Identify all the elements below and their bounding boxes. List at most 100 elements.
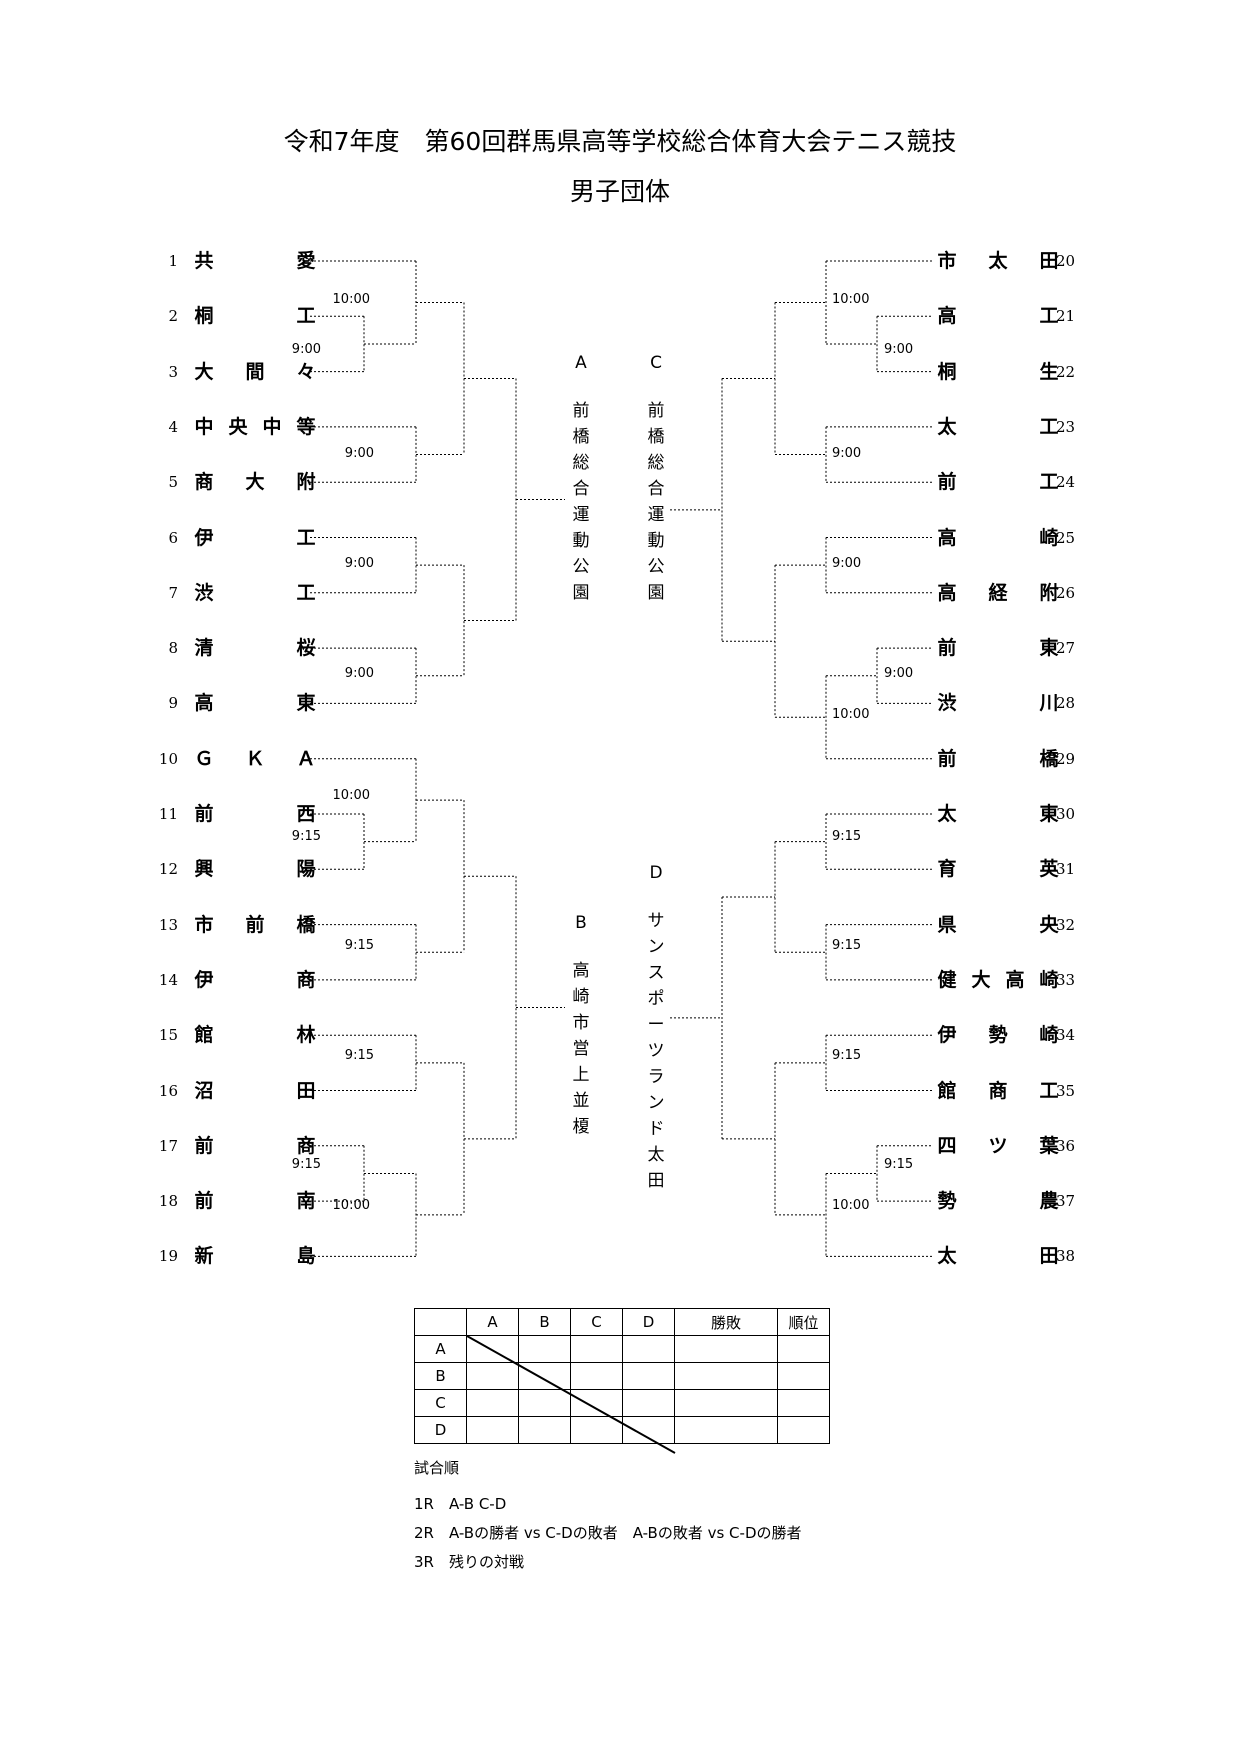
- team-name-char: 央: [1039, 913, 1059, 936]
- team-name-char: 央: [228, 415, 248, 438]
- team-name-char: 勢: [937, 1190, 957, 1213]
- team-name-char: 西: [296, 803, 316, 825]
- team-number: 12: [158, 860, 178, 879]
- result-row-label: B: [414, 1362, 467, 1390]
- venue-letter: C: [650, 353, 662, 373]
- team-number: 7: [168, 583, 178, 602]
- team-name-char: 商: [194, 471, 214, 494]
- team-number: 17: [158, 1136, 178, 1155]
- team-name-char: 生: [1039, 360, 1059, 383]
- match-time: 9:00: [344, 446, 374, 461]
- team-name-char: 工: [1039, 471, 1059, 494]
- match-time: 9:15: [832, 938, 862, 953]
- match-order-round-3: 3R 残りの対戦: [414, 1553, 524, 1571]
- venue-letter: B: [575, 913, 587, 933]
- team-name-char: 葉: [1039, 1134, 1059, 1157]
- team-name-char: 勢: [988, 1024, 1008, 1047]
- team-name-char: 伊: [937, 1024, 957, 1047]
- team-name-char: 崎: [1039, 1024, 1059, 1047]
- team-number: 37: [1056, 1192, 1076, 1211]
- team-name-char: 市: [937, 250, 957, 272]
- team-name-char: 桐: [937, 360, 957, 383]
- team-name-char: 工: [1039, 305, 1059, 328]
- team-number: 27: [1056, 639, 1076, 658]
- team-name-char: 県: [937, 913, 957, 936]
- team-name-char: 太: [988, 250, 1008, 272]
- team-number: 34: [1056, 1026, 1076, 1045]
- team-name-char: 高: [937, 581, 957, 604]
- team-name-char: 田: [1039, 250, 1059, 272]
- match-order-round-2: 2R A-Bの勝者 vs C-Dの敗者 A-Bの敗者 vs C-Dの勝者: [414, 1524, 802, 1542]
- team-name-char: 工: [296, 305, 316, 328]
- team-name-char: 農: [1039, 1190, 1059, 1213]
- result-cell: [622, 1362, 675, 1390]
- result-header-cell: [414, 1308, 467, 1336]
- team-name-char: 橋: [1039, 747, 1059, 770]
- team-name-char: 田: [1039, 1245, 1059, 1268]
- team-number: 25: [1056, 528, 1076, 547]
- venue-letter: D: [649, 863, 663, 883]
- team-name-char: 高: [1005, 968, 1025, 991]
- team-name-char: 橋: [296, 913, 316, 936]
- result-cell: [674, 1416, 778, 1444]
- venue-name: 高崎市営上並榎: [572, 961, 590, 1137]
- team-name-char: 東: [1039, 803, 1059, 825]
- result-header-cell: A: [466, 1308, 519, 1336]
- result-cell: [518, 1416, 571, 1444]
- match-time: 9:00: [884, 342, 914, 357]
- team-name-char: 附: [296, 471, 316, 494]
- page-subtitle: 男子団体: [569, 177, 670, 206]
- venue-name: 前橋総合運動公園: [647, 401, 665, 603]
- team-name-char: Ｇ: [194, 747, 214, 770]
- result-cell: [777, 1335, 830, 1363]
- result-cell: [466, 1362, 519, 1390]
- team-name-char: 前: [194, 1134, 214, 1157]
- team-number: 10: [158, 749, 178, 768]
- result-cell: [674, 1389, 778, 1417]
- result-row-label: A: [414, 1335, 467, 1363]
- team-name-char: 崎: [1039, 968, 1059, 991]
- team-name-char: 愛: [296, 250, 316, 272]
- team-name-char: 館: [937, 1079, 957, 1102]
- team-number: 16: [158, 1081, 178, 1100]
- team-number: 4: [168, 417, 178, 436]
- result-header-row: A B C D 勝敗 順位: [414, 1308, 830, 1336]
- result-cell: [777, 1389, 830, 1417]
- team-number: 21: [1056, 307, 1076, 326]
- page-title: 令和7年度 第60回群馬県高等学校総合体育大会テニス競技: [283, 127, 957, 156]
- result-cell: [466, 1335, 519, 1363]
- team-name-char: 林: [296, 1024, 316, 1047]
- team-number: 26: [1056, 583, 1076, 602]
- team-number: 5: [168, 473, 178, 492]
- team-name-char: 東: [296, 692, 316, 715]
- venue-name: サンスポーツランド太田: [647, 911, 665, 1191]
- team-name-char: 工: [296, 526, 316, 549]
- team-name-char: 陽: [296, 858, 316, 881]
- team-number: 30: [1056, 805, 1076, 823]
- match-time: 9:15: [832, 1048, 862, 1063]
- team-name-char: 前: [937, 747, 957, 770]
- team-number: 29: [1056, 749, 1076, 768]
- result-header-cell: 順位: [777, 1308, 830, 1336]
- team-name-char: 渋: [937, 692, 957, 715]
- match-time: 9:00: [832, 446, 862, 461]
- team-name-char: 沼: [194, 1079, 214, 1102]
- match-time: 9:15: [291, 1157, 321, 1172]
- result-cell: [570, 1389, 623, 1417]
- team-number: 35: [1056, 1081, 1076, 1100]
- result-header-cell: B: [518, 1308, 571, 1336]
- result-cell: [777, 1362, 830, 1390]
- team-name-char: 伊: [194, 526, 214, 549]
- match-time: 9:15: [884, 1157, 914, 1172]
- team-number: 38: [1056, 1247, 1076, 1266]
- team-number: 24: [1056, 473, 1076, 492]
- team-name-char: 興: [194, 858, 214, 881]
- team-name-char: 市: [194, 913, 214, 936]
- result-row: D: [414, 1416, 830, 1444]
- team-name-char: 太: [937, 803, 957, 825]
- result-cell: [570, 1362, 623, 1390]
- team-name-char: 高: [937, 305, 957, 328]
- team-number: 28: [1056, 694, 1076, 713]
- team-name-char: 前: [937, 637, 957, 660]
